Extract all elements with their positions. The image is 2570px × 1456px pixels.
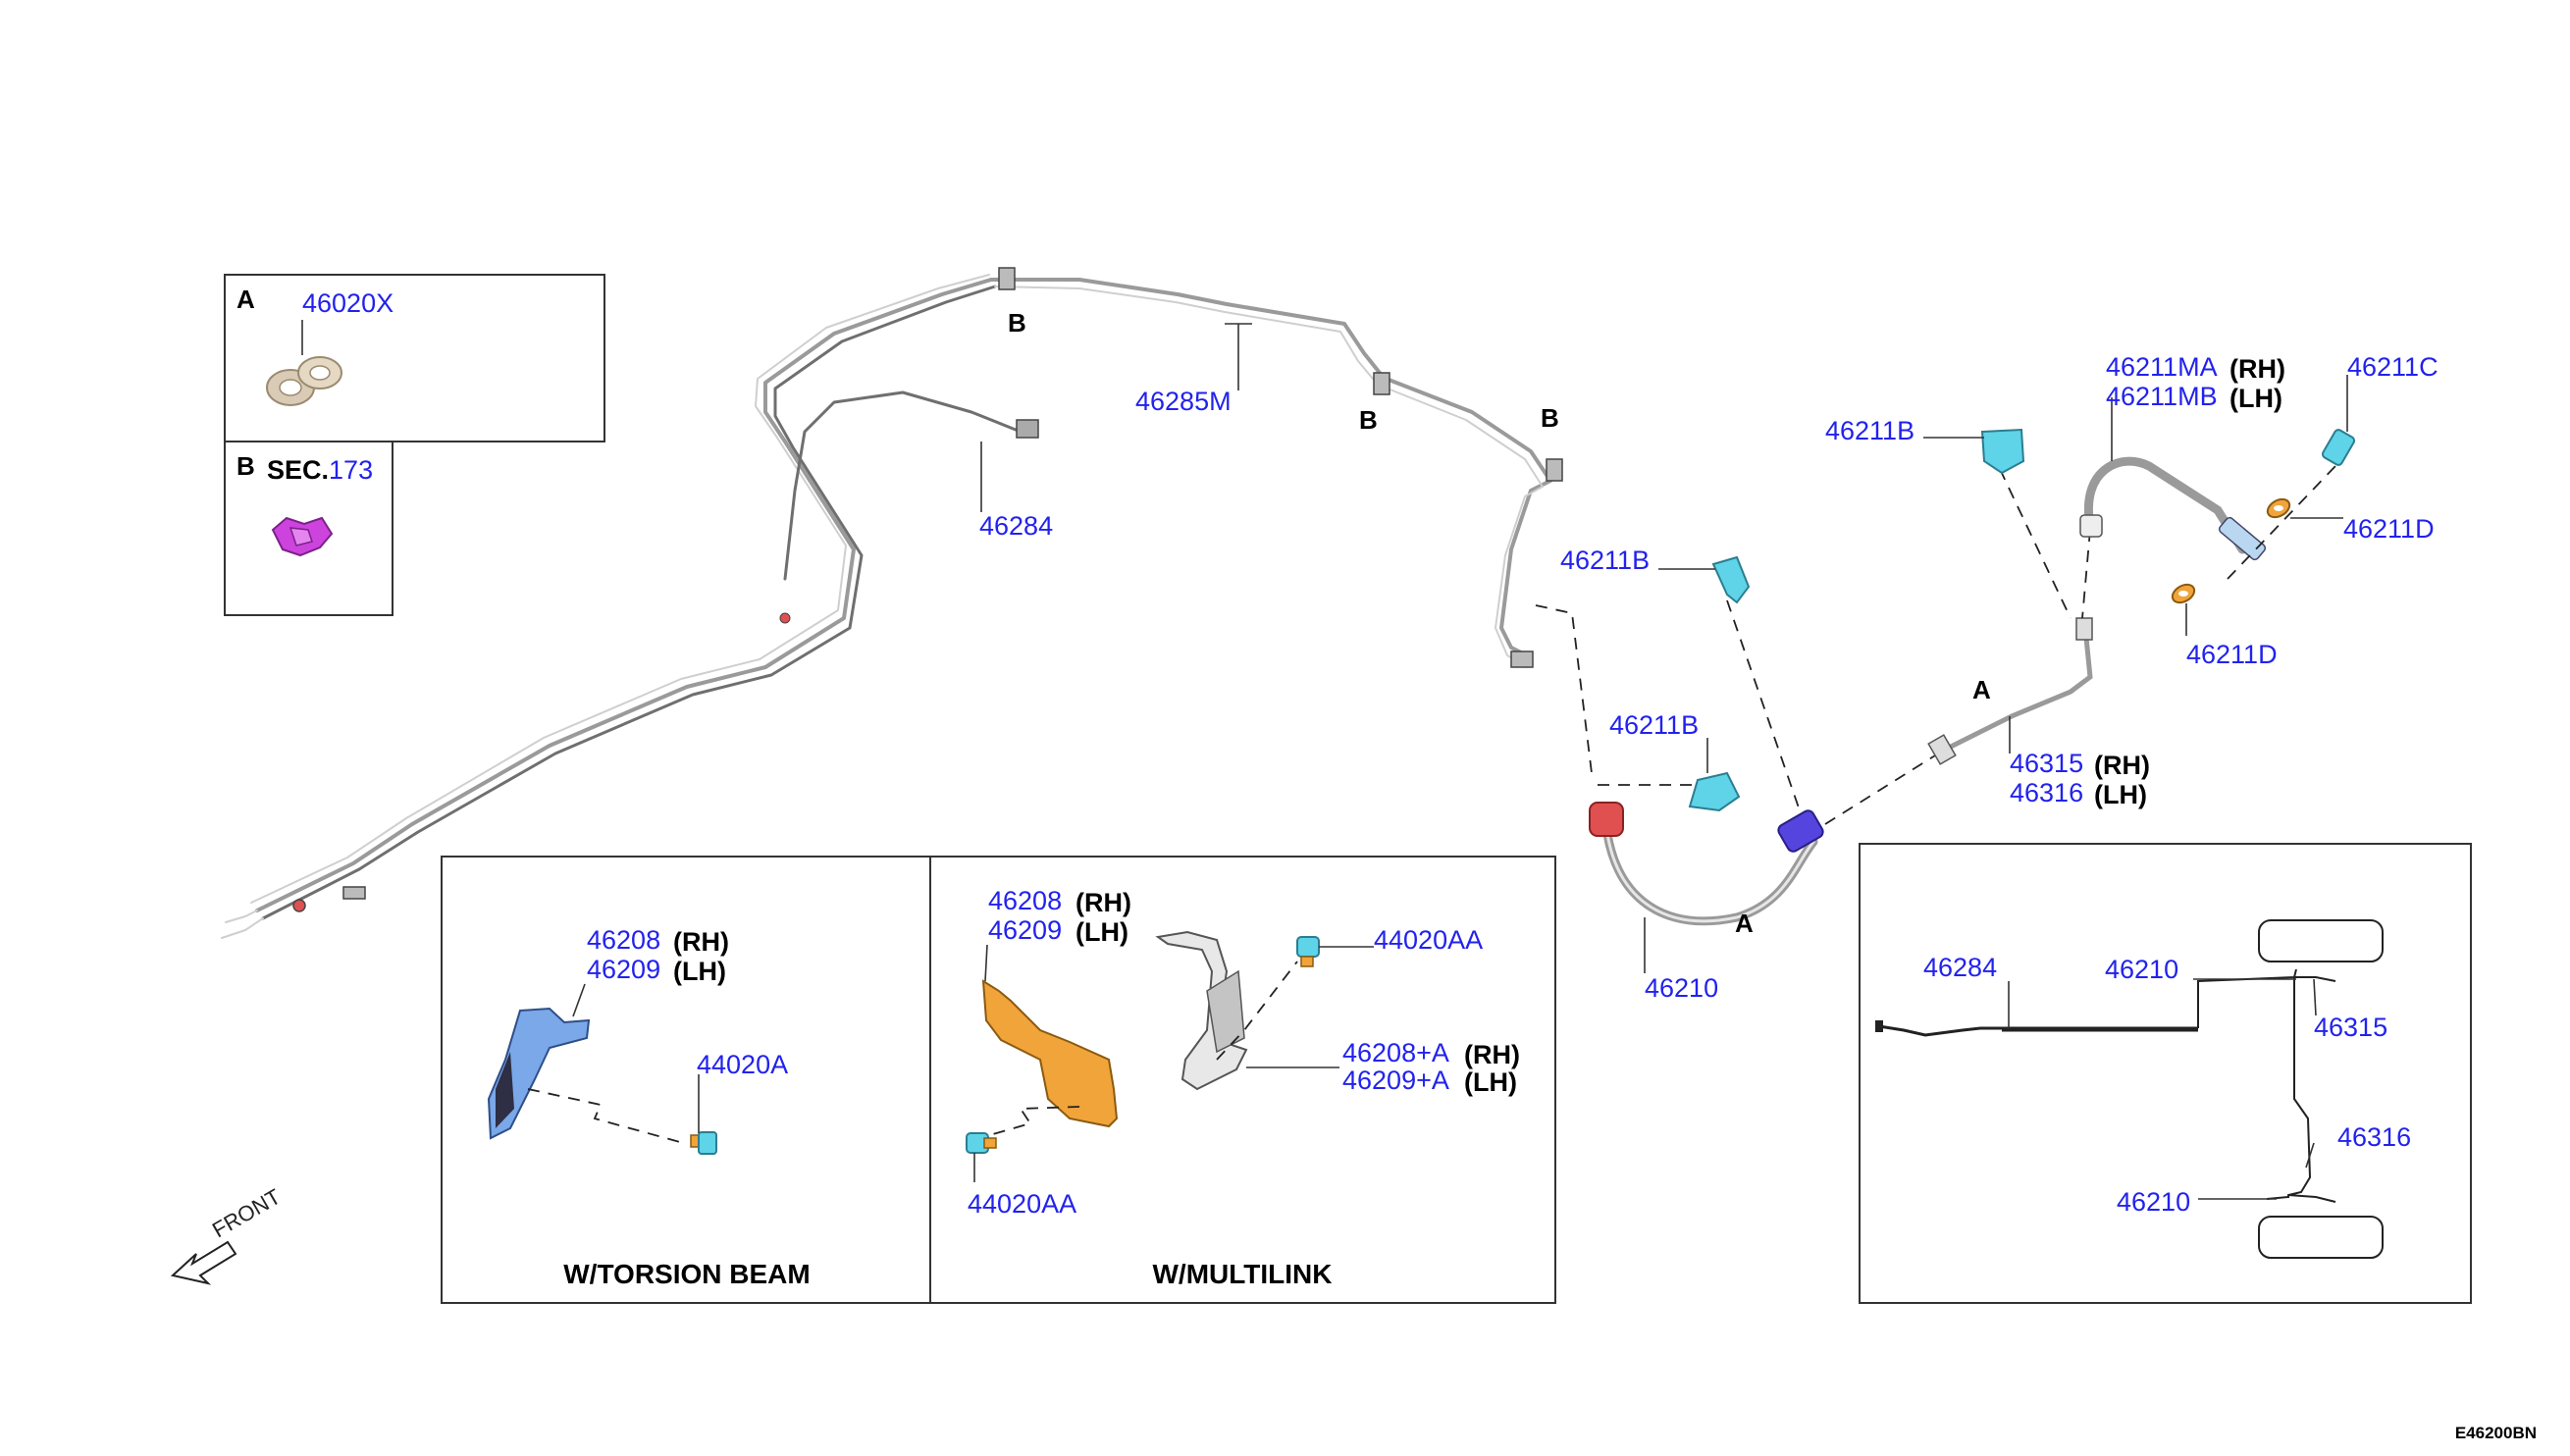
label-46211B-2: 46211B <box>1609 710 1699 740</box>
label-46211D-1: 46211D <box>2343 514 2435 544</box>
label-46209A: 46209+A <box>1342 1066 1449 1095</box>
overview-label-46210-lower: 46210 <box>2117 1187 2190 1217</box>
washer-46211D-b-icon <box>2171 583 2196 604</box>
multilink-panel-frame <box>929 856 1556 1304</box>
bolt-44020AA-a-icon <box>966 1132 997 1154</box>
brake-hose-46210 <box>1589 802 1824 926</box>
a-mark-1: A <box>1735 909 1754 938</box>
bolt-46211C-icon <box>2321 429 2356 466</box>
b-mark-2: B <box>1359 405 1378 435</box>
torsion-label-46208-rh: (RH) <box>673 927 729 957</box>
label-46208A: 46208+A <box>1342 1038 1449 1067</box>
bracket-46208A-multilink-icon <box>1155 930 1248 1091</box>
torsion-beam-panel: 46208 (RH) 46209 (LH) 44020A W/TORSION B… <box>441 856 931 1304</box>
label-46315-rh: (RH) <box>2094 751 2150 780</box>
front-label: FRONT <box>208 1184 285 1243</box>
vehicle-overview-panel: 46284 46210 46315 46316 46210 <box>1859 843 2472 1304</box>
inset-a: A 46020X <box>224 274 605 442</box>
multilink-panel-title: W/MULTILINK <box>1153 1259 1333 1289</box>
label-46211MA-rh: (RH) <box>2229 354 2285 384</box>
label-46316-lh: (LH) <box>2094 780 2147 809</box>
bolt-44020AA-b-icon <box>1296 936 1320 967</box>
overview-label-46316: 46316 <box>2337 1122 2411 1152</box>
label-46210: 46210 <box>1645 973 1718 1003</box>
torsion-label-46209-lh: (LH) <box>673 957 726 986</box>
a-mark-2: A <box>1972 675 1991 704</box>
label-46208A-rh: (RH) <box>1464 1040 1520 1069</box>
multilink-label-46208: 46208 <box>988 886 1062 915</box>
clip-46211B-b-icon <box>1688 771 1741 812</box>
label-sec-173: SEC.173 <box>267 455 373 485</box>
torsion-panel-title: W/TORSION BEAM <box>563 1259 810 1289</box>
label-46209A-lh: (LH) <box>1464 1067 1517 1097</box>
inset-a-letter: A <box>236 285 255 314</box>
label-46211MB-lh: (LH) <box>2229 384 2282 413</box>
sec-prefix: SEC. <box>267 455 329 485</box>
front-arrow-icon: FRONT <box>170 1184 285 1285</box>
label-46284: 46284 <box>979 511 1053 541</box>
hose-fitting-purple-icon <box>1777 809 1824 853</box>
overview-panel-frame <box>1859 843 2472 1304</box>
clip-46020X-icon <box>266 356 342 406</box>
clip-46211B-a-icon <box>1711 555 1751 604</box>
inset-b-letter: B <box>236 451 255 481</box>
inset-b: B SEC.173 <box>224 441 393 616</box>
inset-b-frame <box>224 441 393 616</box>
hose-fitting-red-icon <box>1589 802 1624 837</box>
brake-tube-46315 <box>1927 617 2093 765</box>
multilink-label-46209-lh: (LH) <box>1075 917 1128 947</box>
multilink-label-44020AA-1: 44020AA <box>968 1189 1076 1219</box>
label-46211D-2: 46211D <box>2186 640 2278 669</box>
torsion-label-46208: 46208 <box>587 925 660 955</box>
brake-hose-46211MA <box>2079 456 2267 561</box>
multilink-label-46208-rh: (RH) <box>1075 888 1131 917</box>
clip-sec-173-icon <box>271 516 334 557</box>
b-mark-3: B <box>1541 403 1559 433</box>
label-46211B-1: 46211B <box>1560 546 1650 575</box>
label-46211C: 46211C <box>2347 352 2439 382</box>
main-pipe-assembly <box>221 267 1563 939</box>
multilink-label-46209: 46209 <box>988 915 1062 945</box>
label-46020X: 46020X <box>302 288 393 318</box>
label-46285M: 46285M <box>1135 387 1232 416</box>
label-46316: 46316 <box>2010 778 2083 807</box>
b-mark-1: B <box>1008 308 1026 338</box>
overview-label-46284: 46284 <box>1923 953 1997 982</box>
overview-label-46210-upper: 46210 <box>2105 955 2178 984</box>
bracket-46208-torsion-icon <box>487 1007 591 1140</box>
multilink-panel: 46208 (RH) 46209 (LH) 44020AA 44020AA 46… <box>929 856 1556 1304</box>
label-46315: 46315 <box>2010 749 2083 778</box>
sec-number: 173 <box>329 455 373 485</box>
overview-label-46315: 46315 <box>2314 1013 2387 1042</box>
label-46211B-3: 46211B <box>1825 416 1914 445</box>
rear-wheel-upper-icon <box>2258 919 2384 962</box>
label-46211MB: 46211MB <box>2106 382 2218 411</box>
label-46211MA: 46211MA <box>2106 352 2218 382</box>
diagram-code: E46200BN <box>2455 1424 2537 1442</box>
rear-wheel-lower-icon <box>2258 1216 2384 1259</box>
inset-a-frame <box>224 274 605 442</box>
bracket-46208-multilink-icon <box>981 979 1119 1128</box>
label-44020A: 44020A <box>697 1050 788 1079</box>
washer-46211D-a-icon <box>2266 497 2291 519</box>
torsion-label-46209: 46209 <box>587 955 660 984</box>
bolt-44020A-icon <box>690 1131 717 1155</box>
clip-46211B-c-icon <box>1980 428 2025 475</box>
multilink-label-44020AA-2: 44020AA <box>1374 925 1483 955</box>
